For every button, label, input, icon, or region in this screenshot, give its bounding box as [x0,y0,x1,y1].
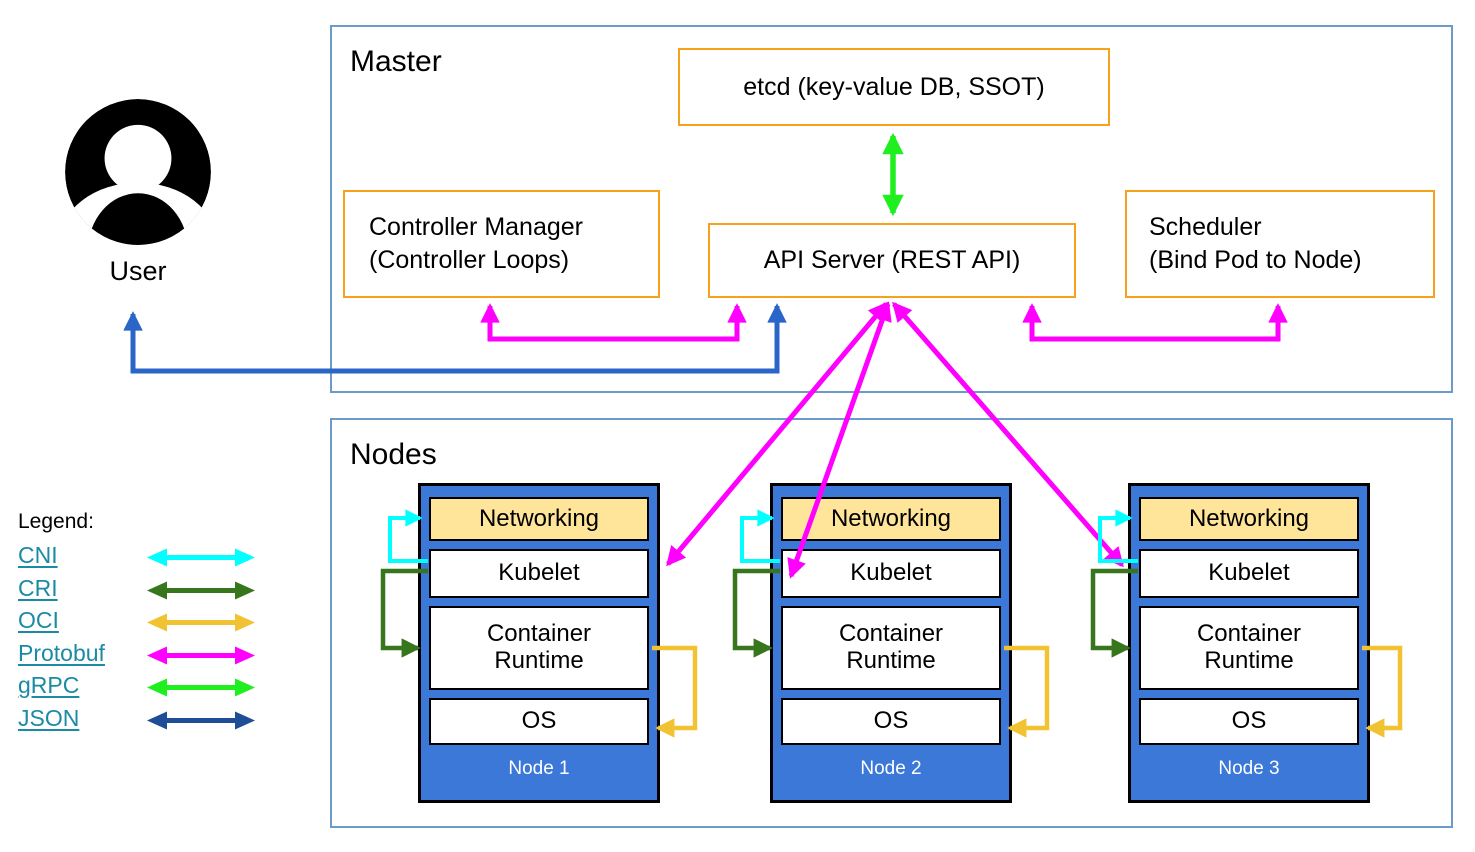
node-3-label: Node 3 [1218,758,1280,779]
node-1-os-box: OS [429,698,649,745]
legend-link-cri[interactable]: CRI [18,574,58,601]
node-3-networking-box: Networking [1139,497,1359,541]
node-3-kubelet-box: Kubelet [1139,549,1359,598]
controller-manager-box: Controller Manager (Controller Loops) [343,190,660,298]
node-3-os-box: OS [1139,698,1359,745]
node-1-label: Node 1 [508,758,570,779]
api-server-box: API Server (REST API) [708,223,1076,298]
legend-arrow-protobuf-icon [147,646,255,665]
legend-row-grpc: gRPC [18,672,255,705]
legend-link-protobuf[interactable]: Protobuf [18,639,105,666]
controller-manager-line2: (Controller Loops) [369,246,570,274]
node-1-networking-box: Networking [429,497,649,541]
api-server-label: API Server (REST API) [763,246,1021,274]
scheduler-line2: (Bind Pod to Node) [1149,246,1362,274]
user-label: User [109,256,167,286]
legend-link-oci[interactable]: OCI [18,607,59,634]
legend-arrow-oci-icon [147,613,255,632]
nodes-title: Nodes [350,438,437,471]
node-2-networking-box: Networking [781,497,1001,541]
node-2-label: Node 2 [860,758,922,779]
node-2-container-runtime-box: Container Runtime [781,606,1001,690]
scheduler-box: Scheduler (Bind Pod to Node) [1125,190,1435,298]
legend-row-protobuf: Protobuf [18,639,255,673]
legend-link-cni[interactable]: CNI [18,542,58,568]
node-2-os-box: OS [781,698,1001,745]
node-1-container-runtime-box: Container Runtime [429,606,649,690]
node-3: Networking Kubelet Container Runtime OS … [1128,483,1370,803]
node-2: Networking Kubelet Container Runtime OS … [770,483,1012,803]
legend-arrow-grpc-icon [147,678,255,697]
user-icon [65,99,211,245]
legend-arrow-json-icon [147,711,255,730]
controller-manager-line1: Controller Manager [369,213,583,241]
legend-link-json[interactable]: JSON [18,704,80,731]
legend-row-oci: OCI [18,607,255,640]
legend-link-grpc[interactable]: gRPC [18,672,80,699]
node-3-container-runtime-box: Container Runtime [1139,606,1359,690]
legend-arrow-cni-icon [147,548,255,567]
etcd-label: etcd (key-value DB, SSOT) [743,72,1045,101]
node-2-kubelet-box: Kubelet [781,549,1001,598]
legend: Legend: CNI CRI OCI [18,510,255,738]
legend-row-cni: CNI [18,542,255,575]
master-title: Master [350,45,442,78]
legend-row-cri: CRI [18,574,255,608]
legend-title: Legend: [18,510,94,533]
legend-row-json: JSON [18,704,255,738]
etcd-box: etcd (key-value DB, SSOT) [678,48,1110,126]
node-1: Networking Kubelet Container Runtime OS … [418,483,660,803]
legend-arrow-cri-icon [147,581,255,600]
scheduler-line1: Scheduler [1149,213,1262,241]
node-1-kubelet-box: Kubelet [429,549,649,598]
